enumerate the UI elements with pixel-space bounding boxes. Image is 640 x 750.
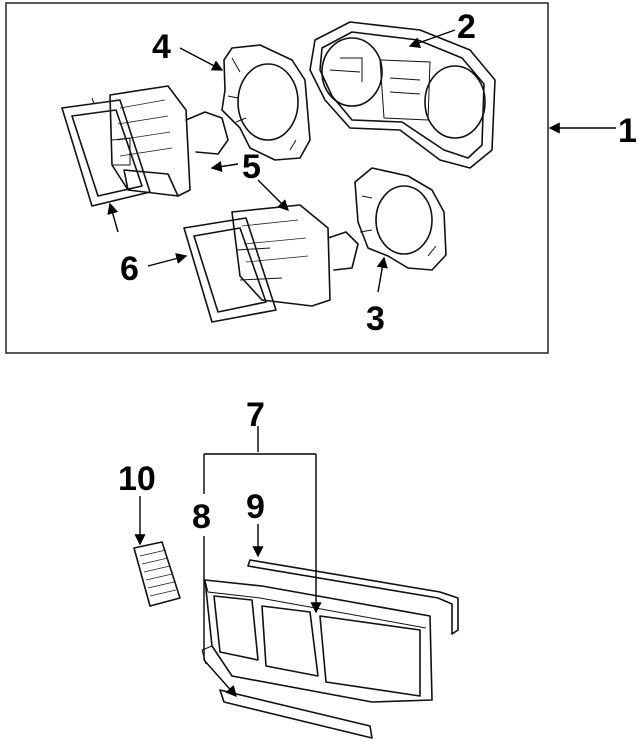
- callout-10: 10: [118, 460, 156, 498]
- leader-lines: [107, 29, 616, 698]
- callout-6: 6: [120, 250, 139, 288]
- upper-molding-part-7: [247, 559, 459, 635]
- assembly-box: [5, 2, 549, 354]
- callout-7: 7: [246, 396, 265, 434]
- callout-4: 4: [152, 28, 171, 66]
- callout-1: 1: [618, 112, 637, 150]
- retaining-ring-lower-part-6: [183, 217, 277, 323]
- mounting-bracket-part-3: [354, 167, 447, 271]
- callout-8: 8: [192, 498, 211, 536]
- sealed-beam-lamp-upper: [109, 85, 229, 197]
- callout-5: 5: [242, 148, 261, 186]
- grille-insert-part-10: [133, 541, 181, 607]
- lower-molding-part-8: [219, 689, 373, 739]
- retaining-ring-upper-part-6: [61, 97, 151, 207]
- callout-9: 9: [246, 488, 265, 526]
- callout-3: 3: [366, 300, 385, 338]
- callout-2: 2: [457, 8, 476, 46]
- sealed-beam-lamp-lower: [231, 204, 359, 307]
- mounting-bracket-part-4: [221, 44, 311, 161]
- headlamp-door-frame: [201, 579, 433, 703]
